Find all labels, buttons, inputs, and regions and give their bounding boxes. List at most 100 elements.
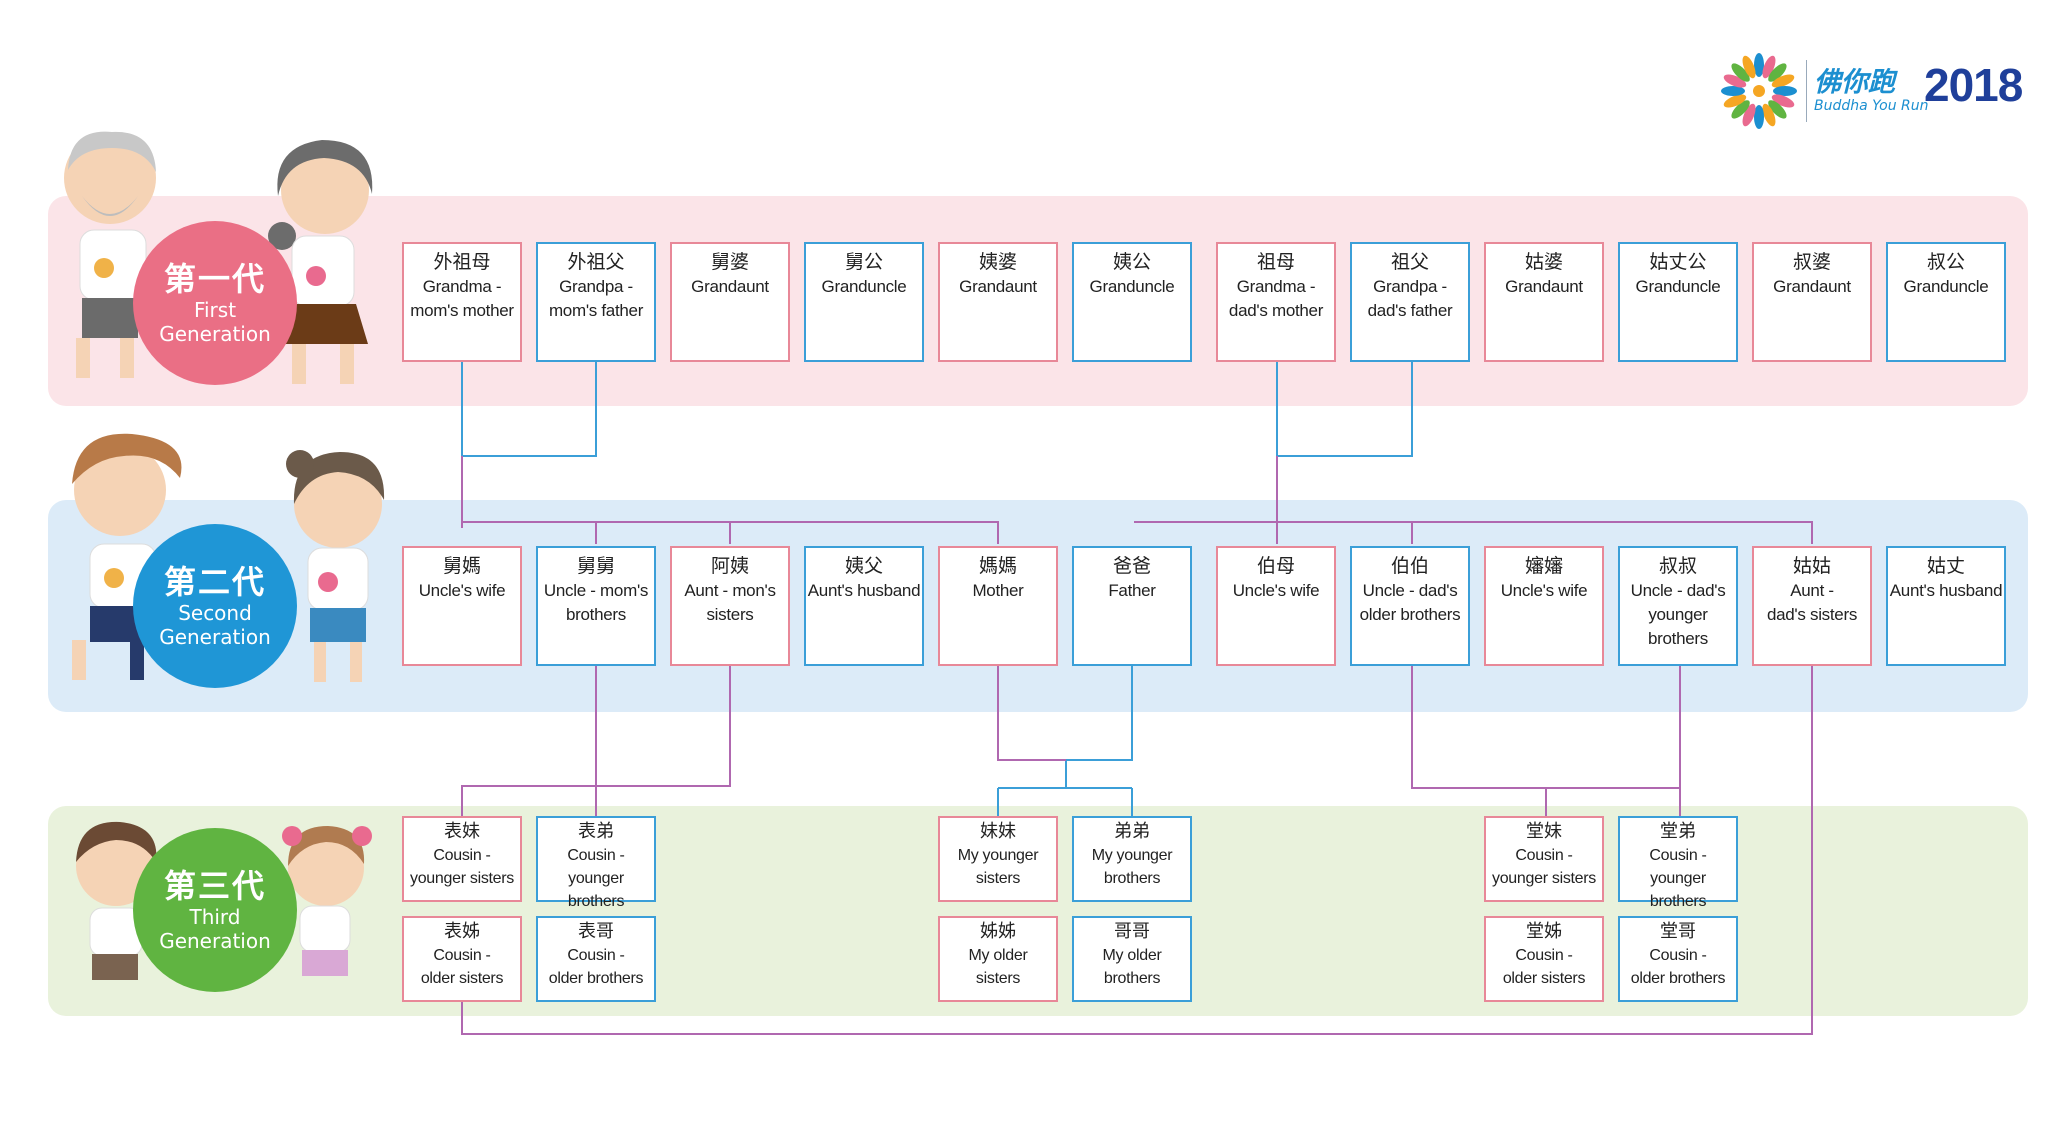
paternal-siblings-link bbox=[1134, 456, 1813, 544]
relative-title-zh: 阿姨 bbox=[710, 555, 749, 577]
relative-title-zh: 姊姊 bbox=[980, 921, 1016, 942]
first-generation-badge: 第一代 First Generation bbox=[133, 221, 297, 385]
relative-title-zh: 叔叔 bbox=[1658, 555, 1697, 577]
relative-box: 哥哥 My older brothers bbox=[1072, 916, 1192, 1002]
relative-title-en: Mother bbox=[972, 581, 1024, 600]
relative-title-en: My younger bbox=[957, 847, 1039, 864]
relative-title-zh: 祖母 bbox=[1256, 251, 1295, 273]
relative-title-zh: 媽媽 bbox=[978, 555, 1017, 577]
relative-title-zh: 姨婆 bbox=[978, 251, 1017, 273]
maternal-grandparents-link bbox=[461, 362, 597, 457]
relative-title-zh: 姑婆 bbox=[1524, 251, 1563, 273]
relative-title-zh: 堂姊 bbox=[1526, 921, 1562, 942]
relative-box: 舅媽 Uncle's wife bbox=[402, 546, 522, 666]
paternal-cousins-link bbox=[1411, 664, 1681, 816]
relative-title-en: Grandaunt bbox=[959, 277, 1037, 296]
logo-divider bbox=[1806, 60, 1807, 122]
generation-title-en: Third bbox=[189, 905, 241, 929]
relative-title-zh: 表弟 bbox=[578, 821, 614, 842]
relative-title-en: brothers bbox=[1103, 970, 1161, 987]
relative-title-zh: 爸爸 bbox=[1112, 555, 1151, 577]
generation-title-en: Generation bbox=[159, 625, 271, 649]
relative-box: 姑婆 Grandaunt bbox=[1484, 242, 1604, 362]
relative-title-en: Aunt's husband bbox=[807, 581, 921, 600]
relative-title-zh: 堂弟 bbox=[1660, 821, 1696, 842]
relative-title-en: Grandma - bbox=[1236, 277, 1316, 296]
relative-title-en: older brothers bbox=[1630, 970, 1726, 987]
relative-title-en: brothers bbox=[566, 605, 626, 624]
relative-title-en: Grandaunt bbox=[1505, 277, 1583, 296]
relative-title-en: My younger bbox=[1091, 847, 1173, 864]
relative-title-en: younger brothers bbox=[1649, 870, 1707, 910]
relative-title-en: brothers bbox=[1103, 870, 1161, 887]
relative-title-zh: 外祖父 bbox=[567, 251, 625, 273]
relative-title-zh: 妹妹 bbox=[980, 821, 1016, 842]
paternal-grandparents-link bbox=[1276, 362, 1413, 457]
generation-title-en: Second bbox=[178, 601, 252, 625]
relative-title-en: Aunt's husband bbox=[1889, 581, 2003, 600]
relative-title-en: Granduncle bbox=[821, 277, 907, 296]
relative-title-en: My older bbox=[1102, 947, 1162, 964]
logo-brand-en: Buddha You Run bbox=[1814, 98, 1929, 114]
relative-box: 姨父 Aunt's husband bbox=[804, 546, 924, 666]
relative-title-zh: 叔婆 bbox=[1792, 251, 1831, 273]
relative-title-zh: 堂妹 bbox=[1526, 821, 1562, 842]
relative-title-zh: 舅舅 bbox=[576, 555, 615, 577]
relative-title-zh: 哥哥 bbox=[1114, 921, 1150, 942]
relative-title-zh: 舅媽 bbox=[442, 555, 481, 577]
parents-children-link bbox=[997, 664, 1133, 816]
relative-title-zh: 表哥 bbox=[578, 921, 614, 942]
relative-title-en: older sisters bbox=[420, 970, 504, 987]
relative-title-en: mom's mother bbox=[410, 301, 514, 320]
maternal-siblings-link bbox=[462, 521, 999, 544]
relative-title-en: sisters bbox=[975, 870, 1021, 887]
relative-title-en: Granduncle bbox=[1089, 277, 1175, 296]
relative-title-en: Cousin - bbox=[567, 847, 625, 864]
relative-box: 姨婆 Grandaunt bbox=[938, 242, 1058, 362]
relative-title-zh: 姨公 bbox=[1112, 251, 1151, 273]
relative-title-en: older brothers bbox=[548, 970, 644, 987]
relative-title-en: Cousin - bbox=[433, 947, 491, 964]
generation-title-zh: 第三代 bbox=[163, 867, 266, 905]
relative-title-zh: 表妹 bbox=[444, 821, 480, 842]
buddha-you-run-logo: 佛你跑 Buddha You Run 2018 bbox=[1716, 46, 2023, 136]
relative-title-en: sisters bbox=[975, 970, 1021, 987]
aunt-cousins-link bbox=[461, 664, 1813, 1035]
relative-box: 妹妹 My younger sisters bbox=[938, 816, 1058, 902]
relative-title-en: Cousin - bbox=[1649, 947, 1707, 964]
relative-box: 堂哥 Cousin - older brothers bbox=[1618, 916, 1738, 1002]
relative-title-en: younger brothers bbox=[567, 870, 625, 910]
relative-title-zh: 外祖母 bbox=[433, 251, 491, 273]
relative-box: 姨公 Granduncle bbox=[1072, 242, 1192, 362]
generation-title-en: Generation bbox=[159, 929, 271, 953]
relative-title-zh: 堂哥 bbox=[1660, 921, 1696, 942]
relative-title-en: Grandaunt bbox=[691, 277, 769, 296]
relative-title-en: Grandpa - bbox=[1373, 277, 1447, 296]
relative-title-zh: 舅婆 bbox=[710, 251, 749, 273]
relative-title-zh: 姨父 bbox=[844, 555, 883, 577]
relative-title-zh: 姑姑 bbox=[1792, 555, 1831, 577]
relative-title-en: sisters bbox=[706, 605, 754, 624]
logo-year: 2018 bbox=[1924, 59, 2023, 111]
relative-title-zh: 表姊 bbox=[444, 921, 480, 942]
relative-title-en: Uncle's wife bbox=[1232, 581, 1320, 600]
relative-title-en: Uncle's wife bbox=[418, 581, 506, 600]
grandparents-illustration bbox=[64, 131, 373, 384]
third-generation-badge: 第三代 Third Generation bbox=[133, 828, 297, 992]
relative-title-en: Father bbox=[1108, 581, 1156, 600]
relative-title-en: Granduncle bbox=[1903, 277, 1989, 296]
relative-box: 表弟 Cousin - younger brothers bbox=[536, 816, 656, 910]
